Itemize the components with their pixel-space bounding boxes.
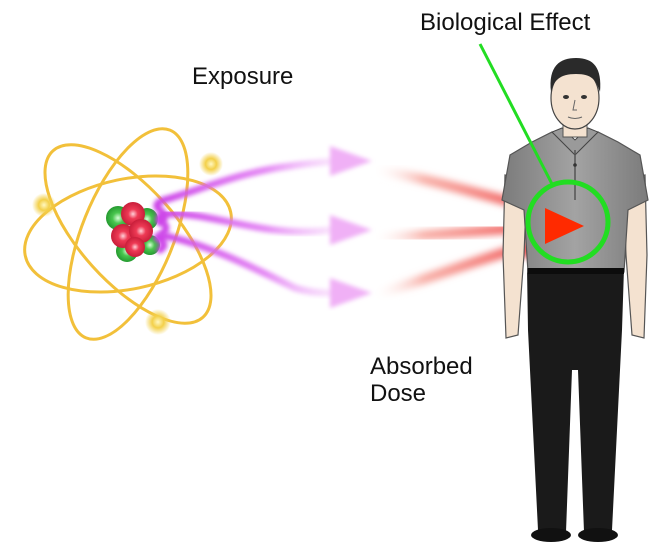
- biological-effect-label: Biological Effect: [420, 10, 590, 37]
- exposure-label: Exposure: [192, 64, 293, 91]
- absorbed-dose-line1: Absorbed: [370, 354, 473, 381]
- pants: [527, 268, 624, 532]
- atom-icon: [14, 113, 242, 355]
- electron: [145, 309, 171, 335]
- absorbed-dose-line2: Dose: [370, 381, 473, 408]
- arrowhead: [330, 215, 372, 245]
- arrowhead: [330, 146, 372, 176]
- electron: [199, 152, 223, 176]
- arrowhead: [330, 278, 372, 308]
- absorbed-dose-label: Absorbed Dose: [370, 354, 473, 408]
- nucleus: [106, 202, 160, 262]
- electron: [32, 193, 56, 217]
